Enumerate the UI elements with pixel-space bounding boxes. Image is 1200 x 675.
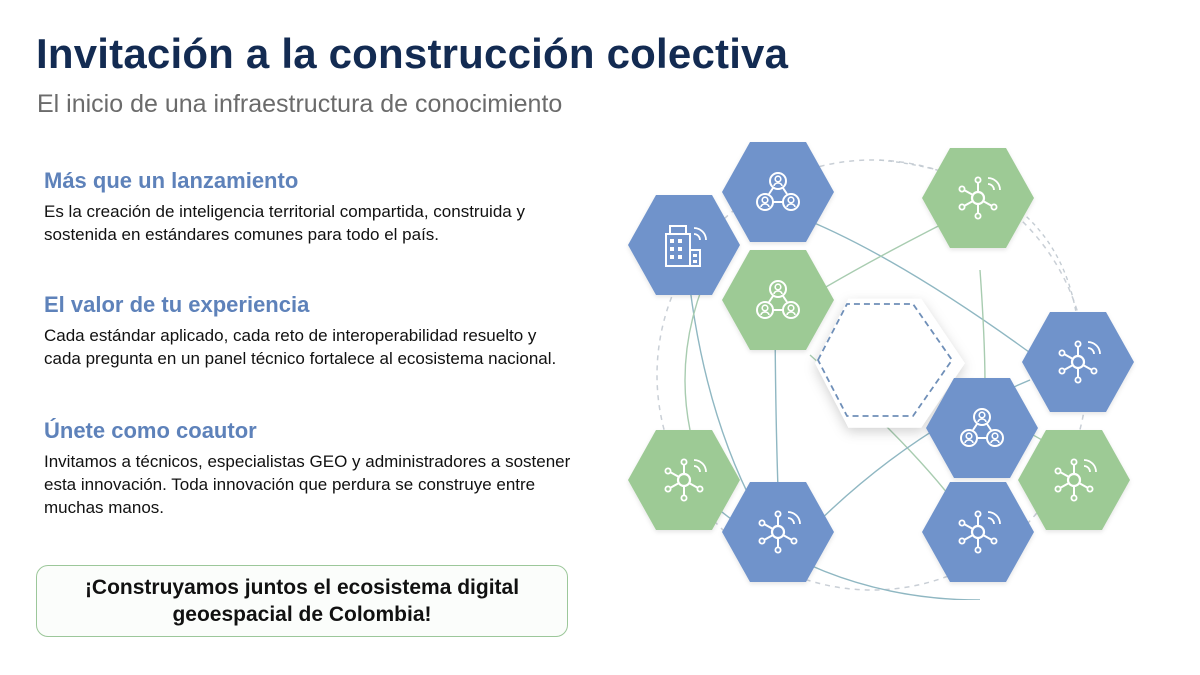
section-heading: Únete como coautor xyxy=(44,418,257,443)
center-hexagon xyxy=(815,298,965,428)
hexagon-people-top xyxy=(722,142,834,242)
section-experience: El valor de tu experiencia Cada estándar… xyxy=(44,292,604,370)
section-body: Invitamos a técnicos, especialistas GEO … xyxy=(44,452,571,517)
hexagon-people-center-right xyxy=(926,378,1038,478)
hexagon-network-right xyxy=(1022,312,1134,412)
hexagon-network-right-green xyxy=(1018,430,1130,530)
section-heading: El valor de tu experiencia xyxy=(44,292,310,317)
hexagon-network-top-right xyxy=(922,148,1034,248)
hexagon-network-left-green xyxy=(628,430,740,530)
call-to-action-text: ¡Construyamos juntos el ecosistema digit… xyxy=(84,576,520,626)
hexagon-people-green xyxy=(722,250,834,350)
hexagon-network-diagram xyxy=(628,142,1134,600)
section-heading: Más que un lanzamiento xyxy=(44,168,299,193)
section-launch: Más que un lanzamiento Es la creación de… xyxy=(44,168,604,246)
hexagon-network-bottom-left xyxy=(722,482,834,582)
section-coauthor: Únete como coautor Invitamos a técnicos,… xyxy=(44,418,604,519)
call-to-action-box: ¡Construyamos juntos el ecosistema digit… xyxy=(36,565,568,637)
slide-subtitle: El inicio de una infraestructura de cono… xyxy=(37,90,563,118)
hexagon-network-bottom-right xyxy=(922,482,1034,582)
section-body: Cada estándar aplicado, cada reto de int… xyxy=(44,326,557,368)
slide-title: Invitación a la construcción colectiva xyxy=(36,30,789,77)
hexagon-building xyxy=(628,195,740,295)
section-body: Es la creación de inteligencia territori… xyxy=(44,202,525,244)
